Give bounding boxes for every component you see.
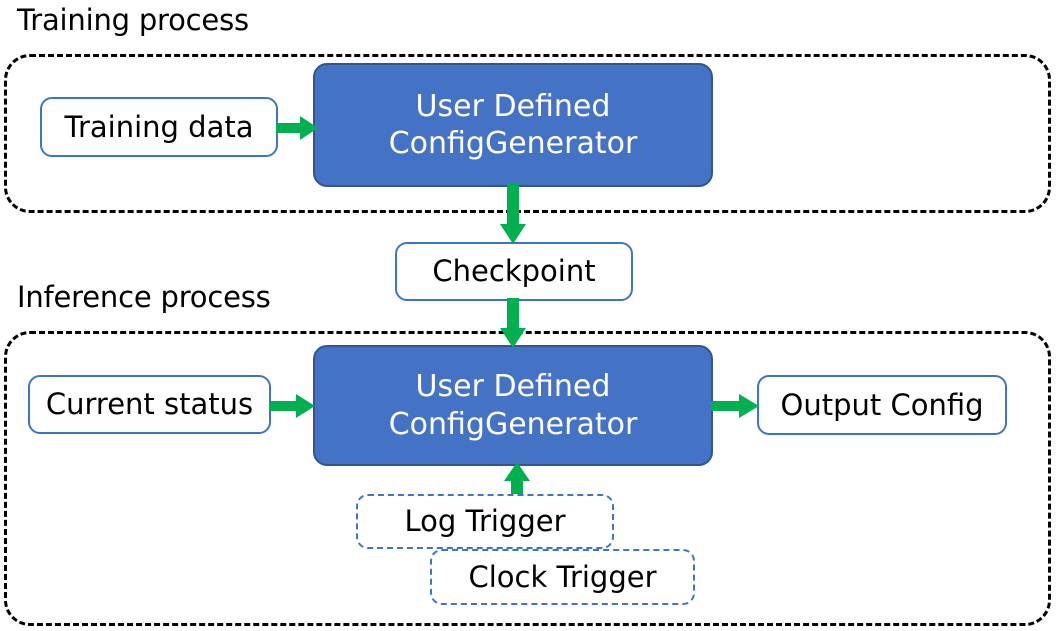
- node-checkpoint[interactable]: Checkpoint: [395, 242, 633, 301]
- training-process-label: Training process: [17, 3, 249, 37]
- generator-inference-line2: ConfigGenerator: [388, 406, 638, 442]
- node-training-data[interactable]: Training data: [40, 97, 278, 157]
- generator-training-line2: ConfigGenerator: [388, 126, 638, 161]
- node-user-defined-config-generator-inference[interactable]: User Defined ConfigGenerator: [313, 345, 713, 466]
- node-clock-trigger[interactable]: Clock Trigger: [430, 549, 695, 605]
- inference-process-label: Inference process: [17, 280, 271, 314]
- node-user-defined-config-generator-training[interactable]: User Defined ConfigGenerator: [313, 63, 713, 187]
- node-log-trigger[interactable]: Log Trigger: [356, 494, 614, 549]
- node-current-status[interactable]: Current status: [28, 375, 271, 434]
- node-output-config[interactable]: Output Config: [757, 375, 1007, 435]
- generator-training-line1: User Defined: [415, 88, 611, 124]
- generator-inference-line1: User Defined: [415, 369, 611, 404]
- inference-process-container: [4, 331, 1051, 626]
- training-process-container: [4, 54, 1051, 213]
